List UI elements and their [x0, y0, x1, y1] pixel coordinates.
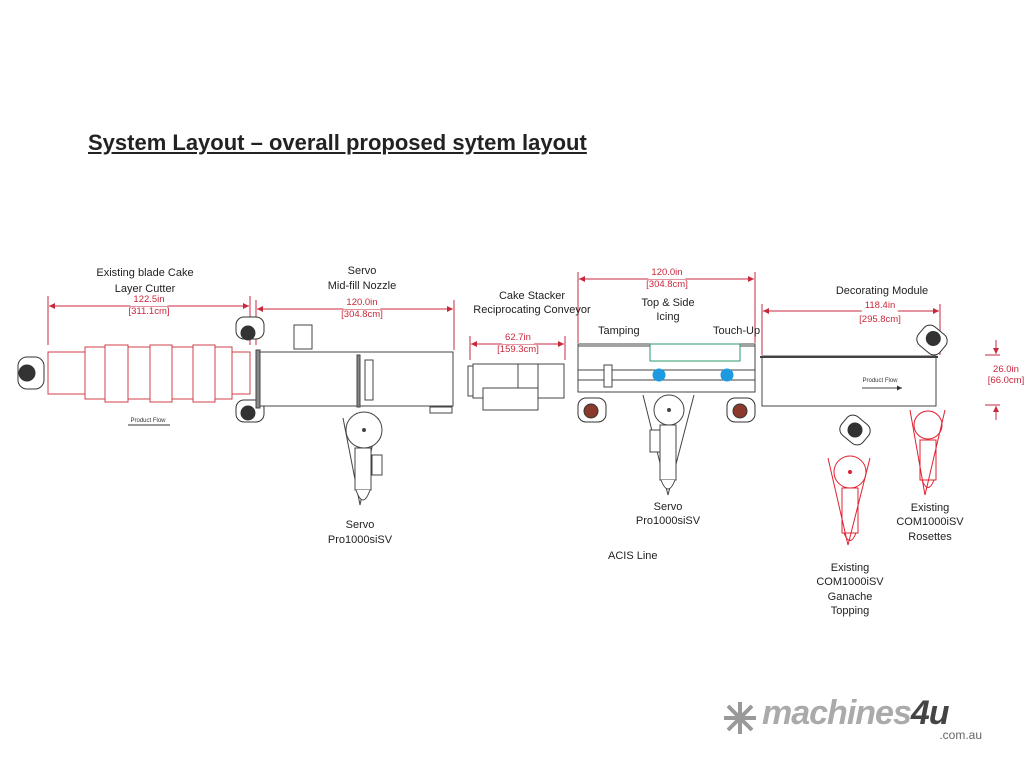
product-flow-label: Product Flow: [862, 378, 898, 384]
dimension-label: [295.8cm]: [859, 314, 901, 325]
dimension-label: [159.3cm]: [497, 344, 539, 355]
depositor-label: Pro1000siSV: [327, 534, 393, 546]
midfill-label: Mid-fill Nozzle: [327, 280, 397, 292]
touchup-label: Touch-Up: [713, 325, 761, 337]
midfill-conveyor: [255, 324, 454, 414]
ganache-label: Ganache: [827, 591, 873, 603]
dimension-lines: [47, 272, 1000, 420]
layer-cutter: [47, 344, 251, 403]
page-title: System Layout – overall proposed sytem l…: [88, 130, 587, 155]
depositor-label: Servo: [345, 519, 375, 531]
dimension-label: [304.8cm]: [341, 309, 383, 320]
existing-depositors: [827, 409, 946, 546]
tamping-label: Tamping: [598, 325, 640, 337]
ganache-label: COM1000iSV: [816, 576, 884, 588]
cutter-label: Layer Cutter: [114, 283, 176, 295]
stacker-label: Reciprocating Conveyor: [473, 304, 591, 316]
ganache-label: Existing: [830, 562, 870, 574]
dimension-label: 122.5in: [130, 294, 168, 306]
servo-depositor-2: [642, 394, 695, 496]
dimension-label: 118.4in: [861, 300, 899, 312]
ganache-label: Topping: [830, 605, 870, 617]
logo-domain: .com.au: [939, 728, 982, 742]
icing-label: Top & Side: [641, 297, 695, 309]
logo-word: machines: [762, 694, 912, 732]
rosettes-label: Existing: [910, 502, 950, 514]
dimension-label: 120.0in: [343, 297, 381, 309]
dimension-label: 120.0in: [648, 267, 686, 279]
dimension-label: 26.0in: [993, 364, 1019, 375]
decorating-conveyor: [760, 355, 938, 407]
cake-stacker: [467, 363, 565, 411]
rosettes-depositor: [909, 409, 946, 496]
depositor-label: Pro1000siSV: [635, 515, 701, 527]
product-flow-label: Product Flow: [130, 418, 166, 424]
rosettes-label: COM1000iSV: [896, 516, 964, 528]
ganache-depositor: [827, 455, 871, 546]
dimension-label: 62.7in: [502, 332, 534, 344]
machines4u-logo: machines4u .com.au: [722, 694, 992, 744]
icing-nozzle: [652, 368, 666, 382]
stacker-label: Cake Stacker: [498, 290, 566, 302]
icing-label: Icing: [656, 311, 680, 323]
midfill-label: Servo: [347, 265, 377, 277]
dimension-label: [66.0cm]: [987, 375, 1024, 386]
acis-line-label: ACIS Line: [608, 550, 658, 562]
icing-nozzle: [720, 368, 734, 382]
dimension-label: [311.1cm]: [128, 306, 170, 317]
dimension-label: [304.8cm]: [646, 279, 688, 290]
decorating-label: Decorating Module: [835, 285, 929, 297]
cutter-label: Existing blade Cake: [96, 267, 194, 279]
logo-4u: 4u: [910, 694, 950, 732]
servo-depositor-1: [342, 411, 383, 506]
icing-conveyor: [577, 343, 756, 393]
depositor-label: Servo: [653, 501, 683, 513]
snowflake-logo-icon: [724, 702, 756, 734]
rosettes-label: Rosettes: [908, 531, 952, 543]
